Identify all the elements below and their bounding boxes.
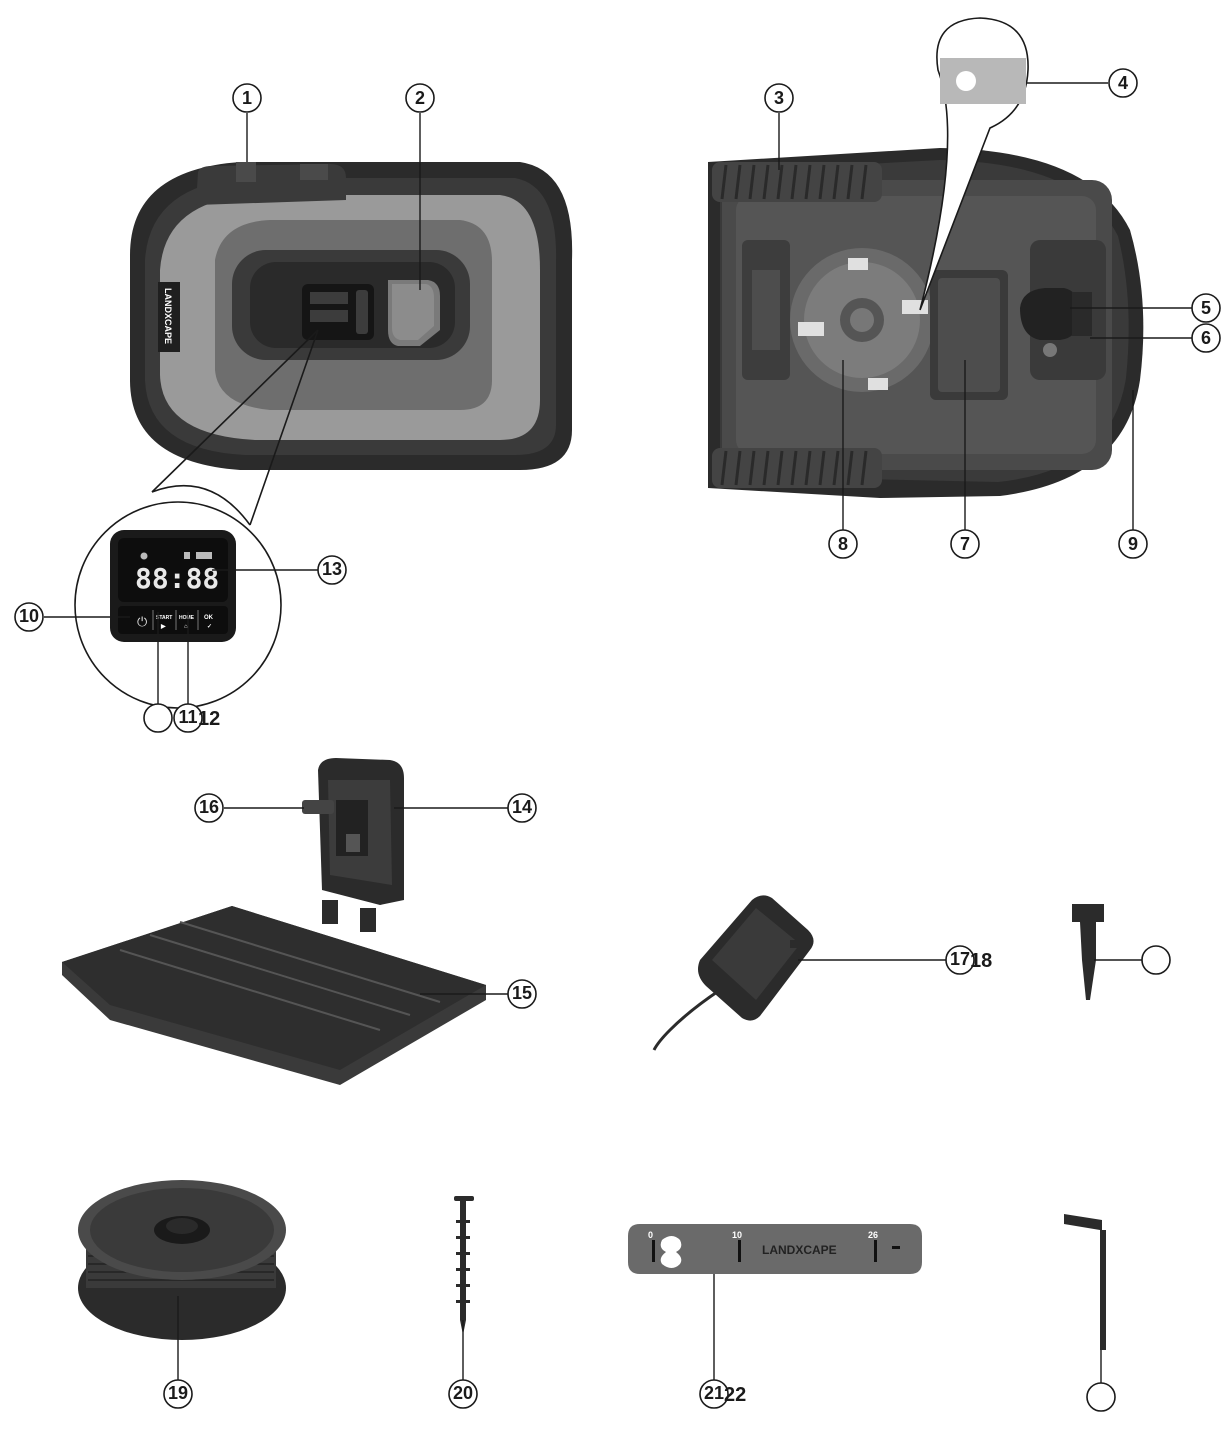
power-icon: ⏻ (137, 615, 147, 630)
leader-lines (44, 82, 1192, 1383)
callout-7 (950, 529, 980, 559)
overflow-labels: 12 18 22 (198, 708, 992, 1406)
callout-11 (173, 703, 203, 733)
start-button-label: START (156, 615, 172, 621)
callout-10-text: 10 (19, 606, 39, 626)
callout-3-text: 3 (774, 88, 784, 108)
callout-4-text: 4 (1118, 73, 1128, 93)
callout-14 (507, 793, 537, 823)
docking-station (62, 758, 486, 1085)
nail (454, 1196, 474, 1335)
callout-6-text: 6 (1201, 328, 1211, 348)
callout-2-text: 2 (415, 88, 425, 108)
callout-21-text: 21 (704, 1383, 724, 1403)
callout-22-text: 22 (724, 1384, 746, 1406)
ruler-mark-0: 0 (648, 1230, 653, 1240)
callout-17 (945, 945, 975, 975)
mower-top-view: LANDXCAPE (130, 162, 573, 470)
callout-9-text: 9 (1128, 534, 1138, 554)
callout-16 (194, 793, 224, 823)
home-button-label: HOME (179, 615, 195, 621)
display-zoom: 88:88 ⏻ START ▶ HOME ⌂ OK ✓ (110, 530, 236, 642)
ruler-mark-26: 26 (868, 1230, 878, 1240)
callout-5 (1191, 293, 1221, 323)
ok-button-icon: ✓ (207, 624, 212, 630)
peg (1072, 904, 1104, 1000)
callout-labels: 1 2 3 4 5 6 8 7 9 13 10 11 16 14 15 17 1… (19, 73, 1211, 1403)
callout-17-text: 17 (950, 949, 970, 969)
callout-15-text: 15 (512, 983, 532, 1003)
callout-empty-3 (1086, 1382, 1116, 1412)
callout-19 (163, 1379, 193, 1409)
callout-16-text: 16 (199, 797, 219, 817)
ok-button-label: OK (204, 615, 214, 621)
callout-7-text: 7 (960, 534, 970, 554)
callout-9 (1118, 529, 1148, 559)
callout-18-text: 18 (970, 950, 992, 972)
callout-20-text: 20 (453, 1383, 473, 1403)
hex-key (1064, 1214, 1106, 1350)
callout-11-text: 11 (178, 707, 197, 727)
callout-10 (14, 602, 44, 632)
home-button-icon: ⌂ (184, 624, 188, 630)
callout-4 (1108, 68, 1138, 98)
ruler: 0 10 26 LANDXCAPE (628, 1224, 922, 1274)
callout-13-text: 13 (322, 559, 342, 579)
display-digits: 88:88 (135, 562, 219, 595)
callout-empty-1 (143, 703, 173, 733)
ruler-logo: LANDXCAPE (762, 1243, 837, 1257)
callout-1-text: 1 (242, 88, 252, 108)
callouts (14, 68, 1221, 1412)
callout-14-text: 14 (512, 797, 532, 817)
callout-19-text: 19 (168, 1383, 188, 1403)
ruler-mark-10: 10 (732, 1230, 742, 1240)
callout-12-text: 12 (198, 708, 220, 730)
callout-15 (507, 979, 537, 1009)
callout-13 (317, 555, 347, 585)
callout-2 (405, 83, 435, 113)
callout-1 (232, 83, 262, 113)
mower-logo: LANDXCAPE (163, 288, 173, 344)
power-adapter (652, 895, 814, 1051)
start-button-icon: ▶ (160, 623, 166, 630)
wire-spool (78, 1180, 286, 1340)
callout-20 (448, 1379, 478, 1409)
callout-empty-2 (1141, 945, 1171, 975)
callout-3 (764, 83, 794, 113)
callout-8-text: 8 (838, 534, 848, 554)
callout-21 (699, 1379, 729, 1409)
callout-6 (1191, 323, 1221, 353)
blade-zoom (919, 17, 1029, 311)
callout-5-text: 5 (1201, 298, 1211, 318)
mower-underside-view (708, 148, 1144, 498)
callout-8 (828, 529, 858, 559)
